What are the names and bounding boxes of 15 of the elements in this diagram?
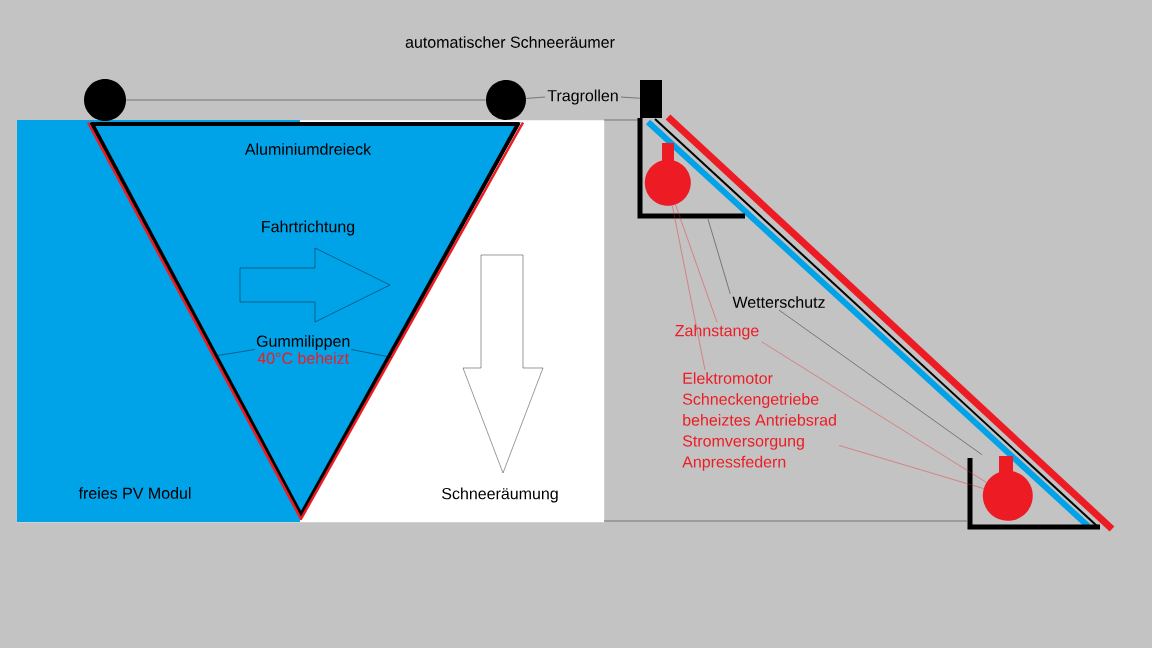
direction-label: Fahrtrichtung bbox=[262, 220, 355, 236]
roller bbox=[486, 80, 526, 120]
part-label: Zahnstange bbox=[675, 324, 759, 340]
component-list: Elektromotor Schneckengetriebe beheiztes Antriebsrad Stromversorgung Anpressfedern bbox=[682, 372, 836, 471]
motor bbox=[982, 456, 1033, 521]
motor bbox=[644, 143, 691, 206]
roller-block bbox=[640, 80, 662, 118]
bracket bbox=[967, 458, 1100, 530]
title: automatischer Schneeräumer bbox=[405, 36, 615, 48]
part-label: Tragrollen bbox=[547, 89, 618, 105]
part-label: Wetterschutz bbox=[732, 296, 825, 308]
roller bbox=[84, 79, 126, 121]
node-label: Aluminiumdreieck bbox=[244, 143, 372, 155]
lip-label: Gummilippen 40°C beheizt bbox=[256, 335, 350, 364]
bracket bbox=[637, 118, 745, 219]
